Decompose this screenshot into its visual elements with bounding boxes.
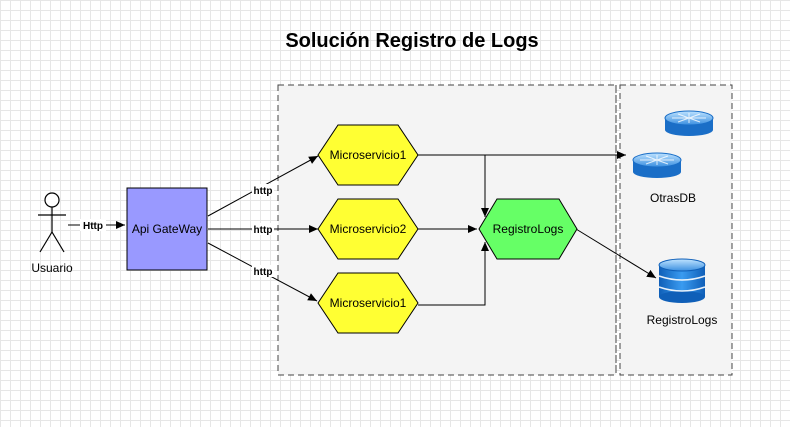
- registro-logs-node[interactable]: [478, 198, 578, 260]
- user-actor-icon[interactable]: [38, 192, 66, 253]
- edge-registro-to-db: [575, 228, 657, 279]
- database-server-icon[interactable]: [664, 110, 714, 136]
- registro-logs-label: RegistroLogs: [493, 222, 564, 236]
- microservice1-label: Microservicio1: [330, 148, 407, 162]
- database-icon[interactable]: [658, 258, 706, 303]
- registro-db-label: RegistroLogs: [647, 313, 718, 327]
- microservice3-node[interactable]: [317, 272, 419, 334]
- edge-label-user-gateway: Http: [83, 221, 103, 232]
- api-gateway-label: Api GateWay: [132, 222, 202, 236]
- diagram-title: Solución Registro de Logs: [285, 30, 538, 52]
- user-label: Usuario: [31, 261, 73, 275]
- edge-ms3-to-registro: [418, 242, 489, 306]
- microservice2-node[interactable]: [317, 198, 419, 260]
- edge-label-bg: [252, 223, 274, 235]
- microservice3-label: Microservicio1: [330, 296, 407, 310]
- otrasdb-label: OtrasDB: [650, 191, 696, 205]
- microservice1-node[interactable]: [317, 124, 419, 186]
- microservice2-label: Microservicio2: [330, 222, 407, 236]
- edge-label-bg: [252, 265, 274, 277]
- api-gateway-box[interactable]: [126, 187, 208, 271]
- edge-label-bg: [80, 219, 106, 231]
- edge-label-bg: [252, 184, 274, 196]
- edge-label-gateway-ms1: http: [254, 186, 273, 197]
- edge-label-gateway-ms2: http: [254, 225, 273, 236]
- database-server-icon[interactable]: [632, 152, 682, 178]
- edge-label-gateway-ms3: http: [254, 267, 273, 278]
